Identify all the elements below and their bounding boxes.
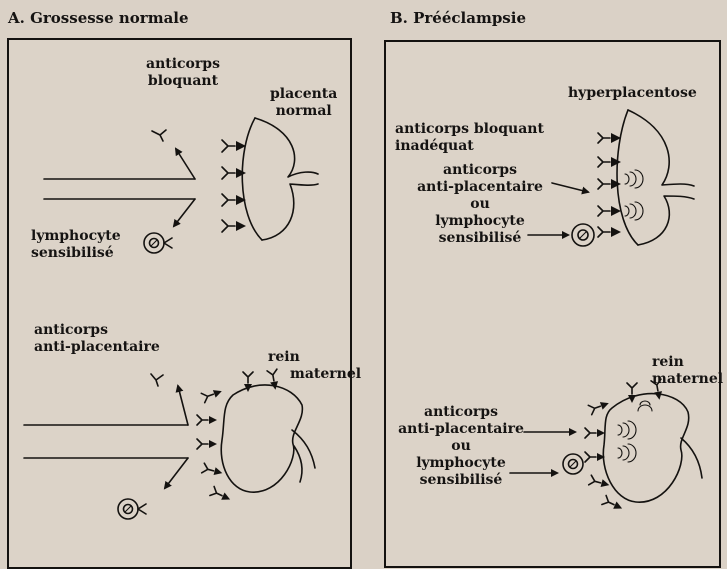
label-lymphocyte-a: lymphocyte sensibilisé — [31, 228, 121, 262]
label-hyperplacentose: hyperplacentose — [568, 85, 697, 102]
label-anticorps-anti-placentaire-a: anticorps anti-placentaire — [34, 322, 160, 356]
label-rein-maternel-b: rein maternel — [652, 354, 723, 388]
panel-b-title: B. Prééclampsie — [390, 9, 526, 27]
label-rein-maternel-a: rein maternel — [268, 349, 361, 383]
label-anti-plac-ou-lymphocyte-b-bottom: anticorps anti-placentaire ou lymphocyte… — [396, 404, 526, 489]
label-placenta-normal: placenta normal — [270, 86, 337, 120]
label-anticorps-bloquant-inadequat: anticorps bloquant inadéquat — [395, 121, 544, 155]
panel-a-title: A. Grossesse normale — [8, 9, 189, 27]
label-anti-plac-ou-lymphocyte-b-top: anticorps anti-placentaire ou lymphocyte… — [408, 162, 552, 247]
label-anticorps-bloquant: anticorps bloquant — [146, 56, 220, 90]
